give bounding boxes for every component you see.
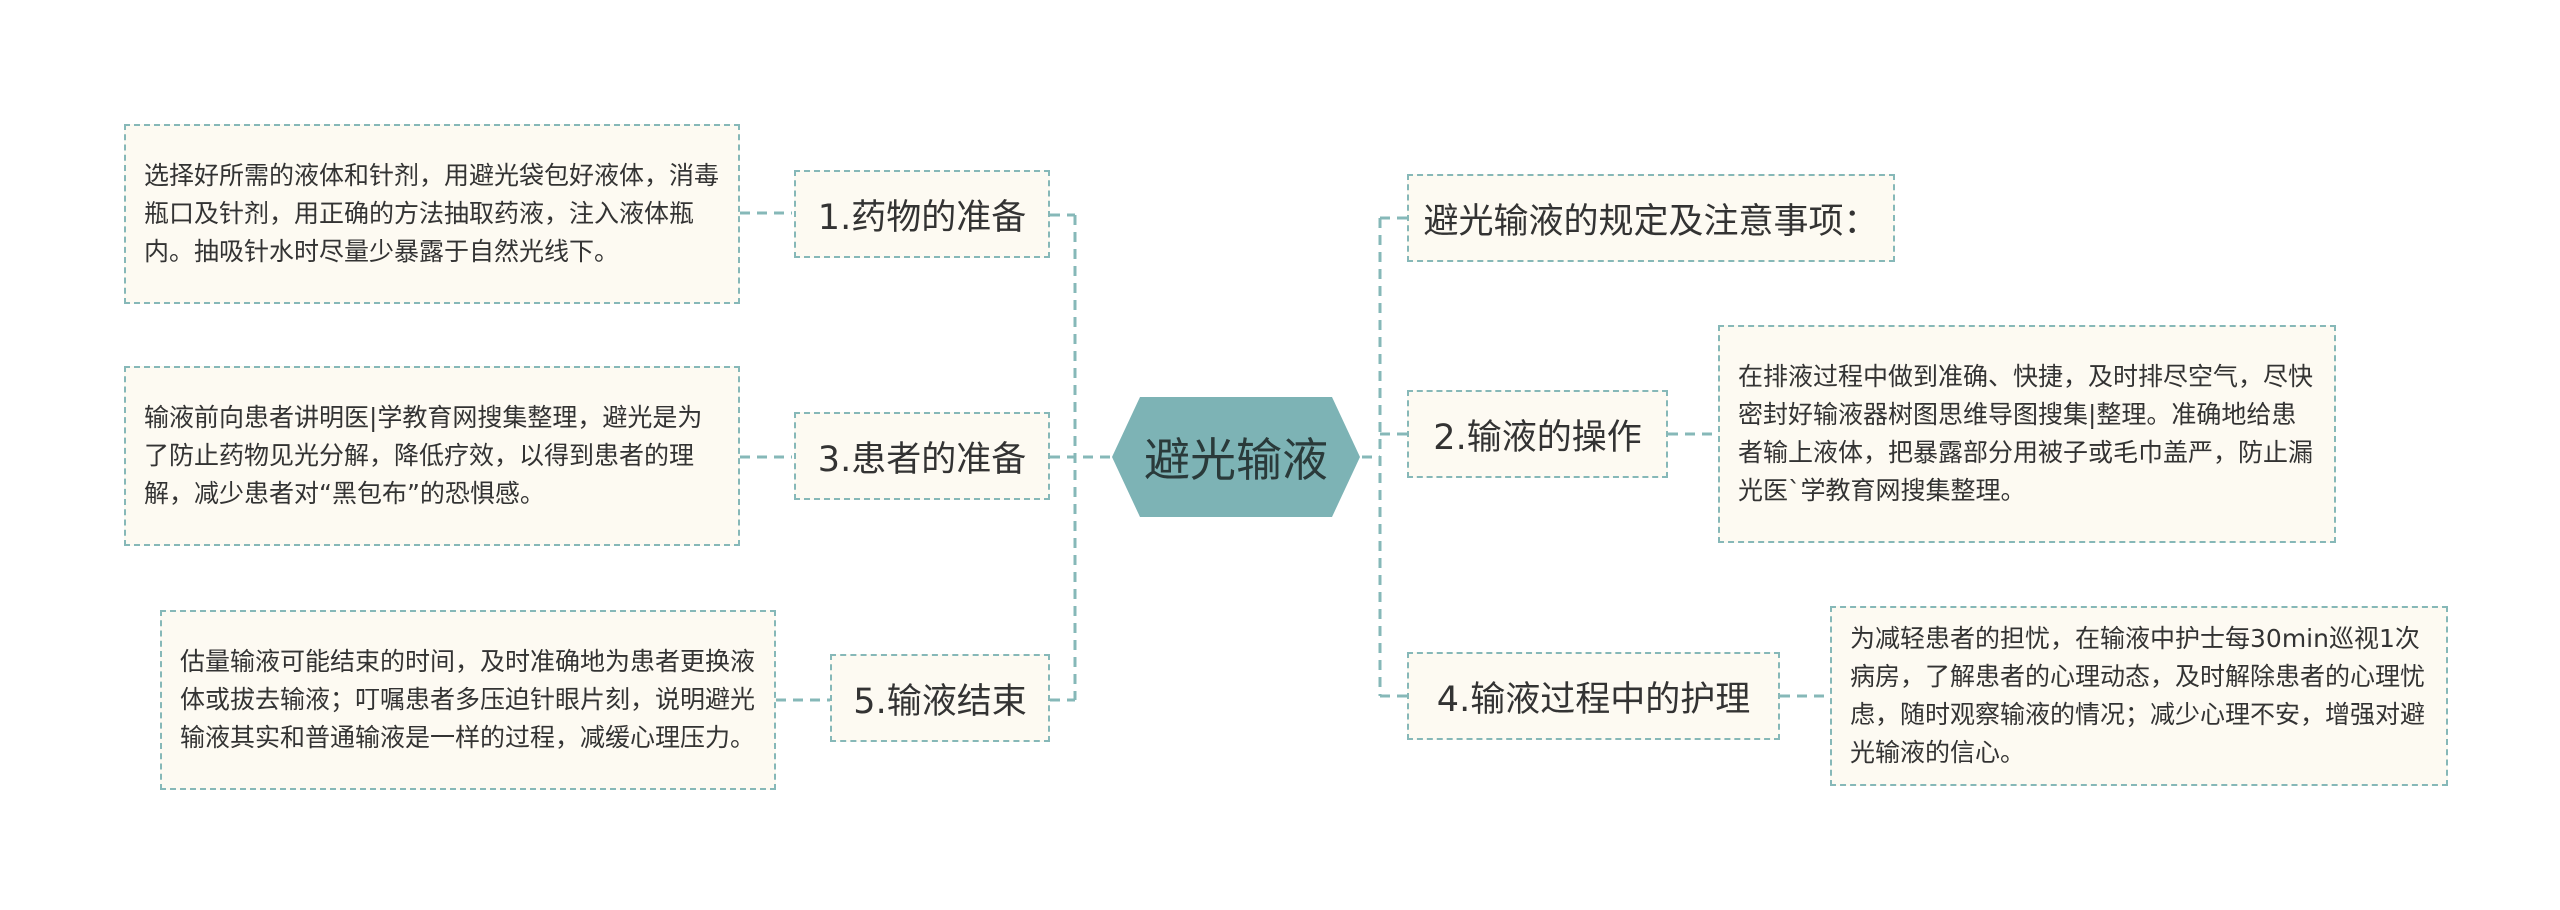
- detail-text: 在排液过程中做到准确、快捷，及时排尽空气，尽快密封好输液器树图思维导图搜集|整理…: [1738, 362, 2314, 505]
- branch-infusion-end[interactable]: 5.输液结束: [830, 654, 1050, 742]
- detail-text: 选择好所需的液体和针剂，用避光袋包好液体，消毒瓶口及针剂，用正确的方法抽取药液，…: [144, 161, 720, 266]
- branch-label: 5.输液结束: [853, 681, 1027, 722]
- branch-infusion-operation[interactable]: 2.输液的操作: [1407, 390, 1668, 478]
- detail-text: 输液前向患者讲明医|学教育网搜集整理，避光是为了防止药物见光分解，降低疗效，以得…: [144, 403, 703, 508]
- detail-medicine-prep[interactable]: 选择好所需的液体和针剂，用避光袋包好液体，消毒瓶口及针剂，用正确的方法抽取药液，…: [124, 124, 740, 304]
- branch-medicine-prep[interactable]: 1.药物的准备: [794, 170, 1050, 258]
- branch-label: 3.患者的准备: [817, 439, 1027, 480]
- detail-infusion-care[interactable]: 为减轻患者的担忧，在输液中护士每30min巡视1次病房，了解患者的心理动态，及时…: [1830, 606, 2448, 786]
- central-topic-label: 避光输液: [1144, 433, 1328, 487]
- branch-label: 1.药物的准备: [817, 197, 1027, 238]
- branch-rules-notes[interactable]: 避光输液的规定及注意事项：: [1407, 174, 1895, 262]
- hexagon-shape: [1112, 397, 1360, 517]
- detail-infusion-operation[interactable]: 在排液过程中做到准确、快捷，及时排尽空气，尽快密封好输液器树图思维导图搜集|整理…: [1718, 325, 2336, 543]
- branch-infusion-care[interactable]: 4.输液过程中的护理: [1407, 652, 1780, 740]
- detail-infusion-end[interactable]: 估量输液可能结束的时间，及时准确地为患者更换液体或拔去输液；叮嘱患者多压迫针眼片…: [160, 610, 776, 790]
- branch-patient-prep[interactable]: 3.患者的准备: [794, 412, 1050, 500]
- detail-text: 估量输液可能结束的时间，及时准确地为患者更换液体或拔去输液；叮嘱患者多压迫针眼片…: [180, 647, 756, 752]
- detail-patient-prep[interactable]: 输液前向患者讲明医|学教育网搜集整理，避光是为了防止药物见光分解，降低疗效，以得…: [124, 366, 740, 546]
- branch-label: 避光输液的规定及注意事项：: [1423, 201, 1879, 242]
- branch-label: 4.输液过程中的护理: [1436, 679, 1751, 720]
- central-topic[interactable]: 避光输液: [1110, 395, 1362, 519]
- branch-label: 2.输液的操作: [1433, 417, 1642, 458]
- detail-text: 为减轻患者的担忧，在输液中护士每30min巡视1次病房，了解患者的心理动态，及时…: [1850, 624, 2426, 767]
